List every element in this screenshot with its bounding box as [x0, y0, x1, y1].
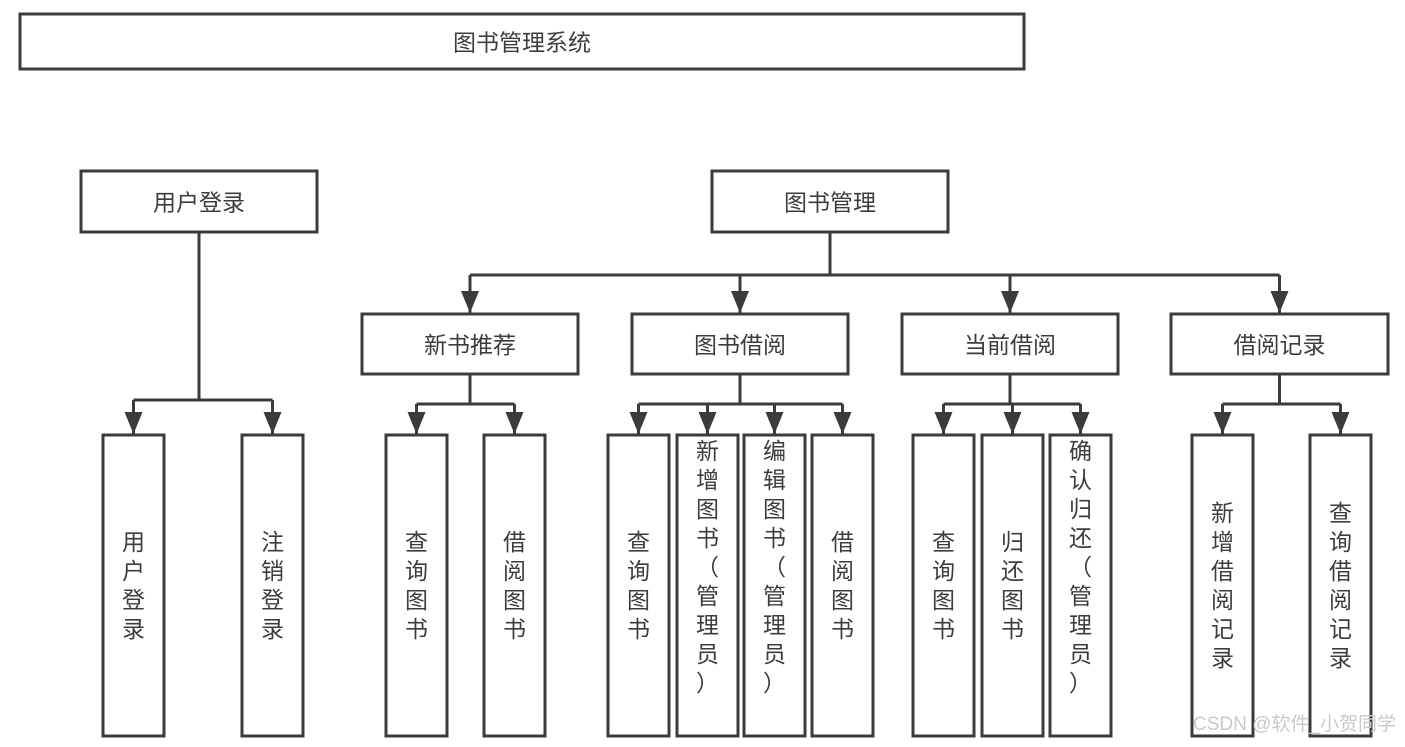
node-label-leaf-add-book: 新增图书（管理员）	[696, 438, 719, 696]
node-label-leaf-add-borrow-record: 新增借阅记录	[1211, 500, 1234, 671]
node-label-book-manage: 图书管理	[784, 190, 876, 216]
node-book-borrow[interactable]: 图书借阅	[630, 312, 850, 376]
node-leaf-user-login[interactable]: 用户登录	[101, 433, 166, 738]
node-box-new-book-recommend	[360, 312, 580, 376]
node-leaf-confirm-return[interactable]: 确认归还（管理员）	[1048, 433, 1113, 738]
arrow-head-icon	[1331, 412, 1350, 434]
node-current-borrow[interactable]: 当前借阅	[900, 312, 1120, 376]
node-label-user-login: 用户登录	[153, 190, 245, 216]
arrow-head-icon	[263, 412, 282, 434]
node-borrow-record[interactable]: 借阅记录	[1169, 312, 1390, 376]
arrow-head-icon	[833, 412, 852, 434]
node-box-leaf-confirm-return	[1048, 433, 1113, 738]
node-leaf-add-borrow-record[interactable]: 新增借阅记录	[1190, 433, 1255, 738]
node-box-leaf-user-login	[101, 433, 166, 738]
node-new-book-recommend[interactable]: 新书推荐	[360, 312, 580, 376]
node-box-leaf-return-book	[980, 433, 1045, 738]
node-root[interactable]: 图书管理系统	[18, 12, 1026, 71]
node-box-borrow-record	[1169, 312, 1390, 376]
node-label-current-borrow: 当前借阅	[964, 332, 1056, 358]
node-box-user-login	[79, 169, 319, 234]
node-leaf-return-book[interactable]: 归还图书	[980, 433, 1045, 738]
node-layer: 图书管理系统用户登录图书管理新书推荐图书借阅当前借阅借阅记录用户登录注销登录查询…	[18, 12, 1390, 738]
arrow-head-icon	[698, 412, 717, 434]
node-box-root	[18, 12, 1026, 71]
node-label-leaf-query-book-2: 查询图书	[627, 529, 650, 642]
node-leaf-logout-login[interactable]: 注销登录	[240, 433, 305, 738]
edge-borrow-to-leaves	[629, 374, 852, 434]
arrow-head-icon	[629, 412, 648, 434]
arrow-head-icon	[1270, 291, 1289, 313]
node-label-leaf-confirm-return: 确认归还（管理员）	[1069, 438, 1092, 696]
node-leaf-borrow-book-1[interactable]: 借阅图书	[482, 433, 547, 738]
node-leaf-query-borrow-record[interactable]: 查询借阅记录	[1308, 433, 1373, 738]
node-label-leaf-query-book-3: 查询图书	[932, 529, 955, 642]
node-box-leaf-query-borrow-record	[1308, 433, 1373, 738]
edge-record-to-leaves	[1213, 374, 1350, 434]
node-leaf-add-book[interactable]: 新增图书（管理员）	[675, 433, 740, 738]
edge-recommend-to-leaves	[407, 374, 524, 434]
node-box-leaf-borrow-book-2	[810, 433, 875, 738]
node-label-leaf-edit-book: 编辑图书（管理员）	[763, 438, 786, 696]
node-label-leaf-return-book: 归还图书	[1001, 529, 1024, 642]
node-box-current-borrow	[900, 312, 1120, 376]
node-leaf-query-book-1[interactable]: 查询图书	[384, 433, 449, 738]
node-label-borrow-record: 借阅记录	[1234, 332, 1326, 358]
edge-userlogin-to-leaves	[124, 232, 282, 434]
node-box-book-manage	[710, 169, 950, 234]
node-label-leaf-query-borrow-record: 查询借阅记录	[1329, 500, 1352, 671]
arrow-head-icon	[731, 291, 749, 313]
node-leaf-query-book-2[interactable]: 查询图书	[606, 433, 671, 738]
csdn-watermark: CSDN @软件_小贺同学	[1193, 713, 1396, 735]
node-leaf-borrow-book-2[interactable]: 借阅图书	[810, 433, 875, 738]
arrow-head-icon	[934, 412, 953, 434]
arrow-head-icon	[407, 412, 426, 434]
edge-bookmanage-to-level3	[461, 232, 1289, 313]
node-label-leaf-user-login: 用户登录	[122, 529, 145, 642]
connector-layer	[124, 232, 1350, 434]
node-label-leaf-logout-login: 注销登录	[261, 529, 284, 642]
node-box-leaf-borrow-book-1	[482, 433, 547, 738]
node-label-root: 图书管理系统	[453, 30, 591, 56]
node-leaf-query-book-3[interactable]: 查询图书	[911, 433, 976, 738]
arrow-head-icon	[124, 412, 143, 434]
node-box-leaf-add-book	[675, 433, 740, 738]
node-label-book-borrow: 图书借阅	[694, 332, 786, 358]
node-label-leaf-borrow-book-1: 借阅图书	[503, 529, 526, 642]
node-label-new-book-recommend: 新书推荐	[424, 332, 516, 358]
edge-current-to-leaves	[934, 374, 1090, 434]
node-leaf-edit-book[interactable]: 编辑图书（管理员）	[742, 433, 807, 738]
node-box-leaf-query-book-1	[384, 433, 449, 738]
node-book-manage[interactable]: 图书管理	[710, 169, 950, 234]
node-box-leaf-logout-login	[240, 433, 305, 738]
arrow-head-icon	[1213, 412, 1232, 434]
arrow-head-icon	[505, 412, 524, 434]
arrow-head-icon	[1003, 412, 1022, 434]
node-box-leaf-query-book-2	[606, 433, 671, 738]
node-box-leaf-query-book-3	[911, 433, 976, 738]
node-box-leaf-edit-book	[742, 433, 807, 738]
arrow-head-icon	[461, 291, 479, 313]
node-box-book-borrow	[630, 312, 850, 376]
arrow-head-icon	[765, 412, 784, 434]
node-label-leaf-query-book-1: 查询图书	[405, 529, 428, 642]
arrow-head-icon	[1001, 291, 1019, 313]
node-user-login[interactable]: 用户登录	[79, 169, 319, 234]
node-label-leaf-borrow-book-2: 借阅图书	[831, 529, 854, 642]
node-box-leaf-add-borrow-record	[1190, 433, 1255, 738]
arrow-head-icon	[1071, 412, 1090, 434]
